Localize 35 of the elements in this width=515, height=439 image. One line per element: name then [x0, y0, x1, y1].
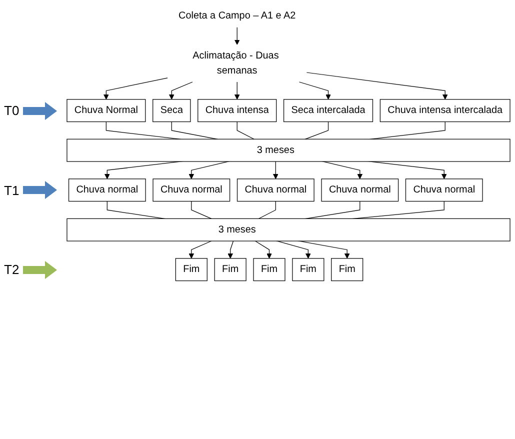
node-box: Chuva normal	[236, 178, 314, 202]
arrow	[188, 240, 212, 259]
node-box: Fim	[331, 258, 364, 282]
arrow	[168, 82, 193, 100]
node-box: Chuva Normal	[66, 99, 146, 122]
node-box: Seca intercalada	[283, 99, 374, 122]
node-box: Fim	[175, 258, 208, 282]
arrow	[103, 78, 168, 100]
node-text: Coleta a Campo – A1 e A2	[178, 10, 296, 22]
connector	[236, 121, 254, 140]
connector	[191, 200, 212, 219]
time-label: T0	[4, 103, 20, 118]
time-label: T2	[4, 262, 20, 278]
connector	[258, 200, 276, 219]
node-box: Chuva normal	[321, 178, 399, 202]
node-box: Chuva normal	[68, 178, 146, 202]
arrow	[306, 72, 448, 100]
arrow	[298, 82, 331, 100]
arrow	[272, 161, 278, 180]
node-box: Fim	[292, 258, 324, 282]
node-box: Fim	[253, 258, 286, 282]
node-box: Chuva normal	[405, 178, 483, 202]
node-box: Chuva intensa	[198, 99, 277, 122]
node-box: 3 meses	[66, 218, 510, 242]
node-text: Aclimatação - Duas semanas	[192, 50, 279, 76]
arrow	[234, 27, 240, 45]
arrow	[234, 82, 240, 100]
node-box: Chuva normal	[152, 178, 230, 202]
time-label: T1	[4, 182, 20, 198]
arrow	[228, 240, 234, 259]
node-box: 3 meses	[66, 138, 510, 162]
node-box: Fim	[214, 258, 246, 282]
node-box: Seca	[152, 99, 191, 122]
node-box: Chuva intensa intercalada	[380, 99, 510, 122]
arrow	[254, 240, 272, 259]
